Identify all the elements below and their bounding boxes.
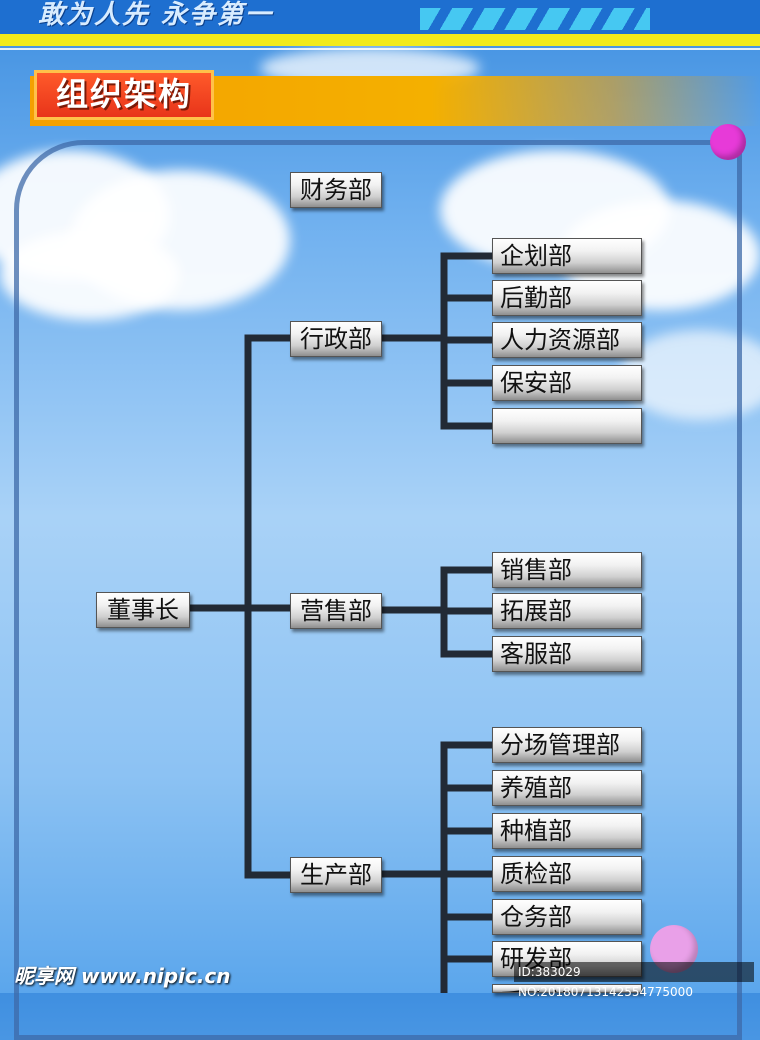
node-admin-child: 保安部 xyxy=(492,365,642,401)
node-admin-child: 企划部 xyxy=(492,238,642,274)
divider-line xyxy=(0,48,760,50)
magenta-dot-icon xyxy=(710,124,746,160)
node-finance: 财务部 xyxy=(290,172,382,208)
org-connectors xyxy=(186,252,496,993)
cloud xyxy=(620,330,760,420)
node-admin-child: 后勤部 xyxy=(492,280,642,316)
watermark-logo: 昵享网 www.nipic.cn xyxy=(14,964,231,988)
node-production-child: 质检部 xyxy=(492,856,642,892)
node-sales-child: 客服部 xyxy=(492,636,642,672)
node-production-child: 种植部 xyxy=(492,813,642,849)
node-sales-child: 销售部 xyxy=(492,552,642,588)
cloud xyxy=(0,230,180,320)
node-admin: 行政部 xyxy=(290,321,382,357)
slogan-text: 敢为人先 永争第一 xyxy=(38,0,274,30)
top-banner: 敢为人先 永争第一 xyxy=(0,0,760,34)
stripe-decoration xyxy=(420,8,650,30)
watermark-id: ID:383029 NO:20180713142554775000 xyxy=(514,962,754,999)
yellow-band xyxy=(0,34,760,46)
node-production-child: 分场管理部 xyxy=(492,727,642,763)
node-admin-child: 人力资源部 xyxy=(492,322,642,358)
node-sales: 营售部 xyxy=(290,593,382,629)
node-admin-child xyxy=(492,408,642,444)
node-production: 生产部 xyxy=(290,857,382,893)
node-sales-child: 拓展部 xyxy=(492,593,642,629)
section-title: 组织架构 xyxy=(34,70,214,120)
node-production-child: 养殖部 xyxy=(492,770,642,806)
node-production-child: 仓务部 xyxy=(492,899,642,935)
node-root: 董事长 xyxy=(96,592,190,628)
